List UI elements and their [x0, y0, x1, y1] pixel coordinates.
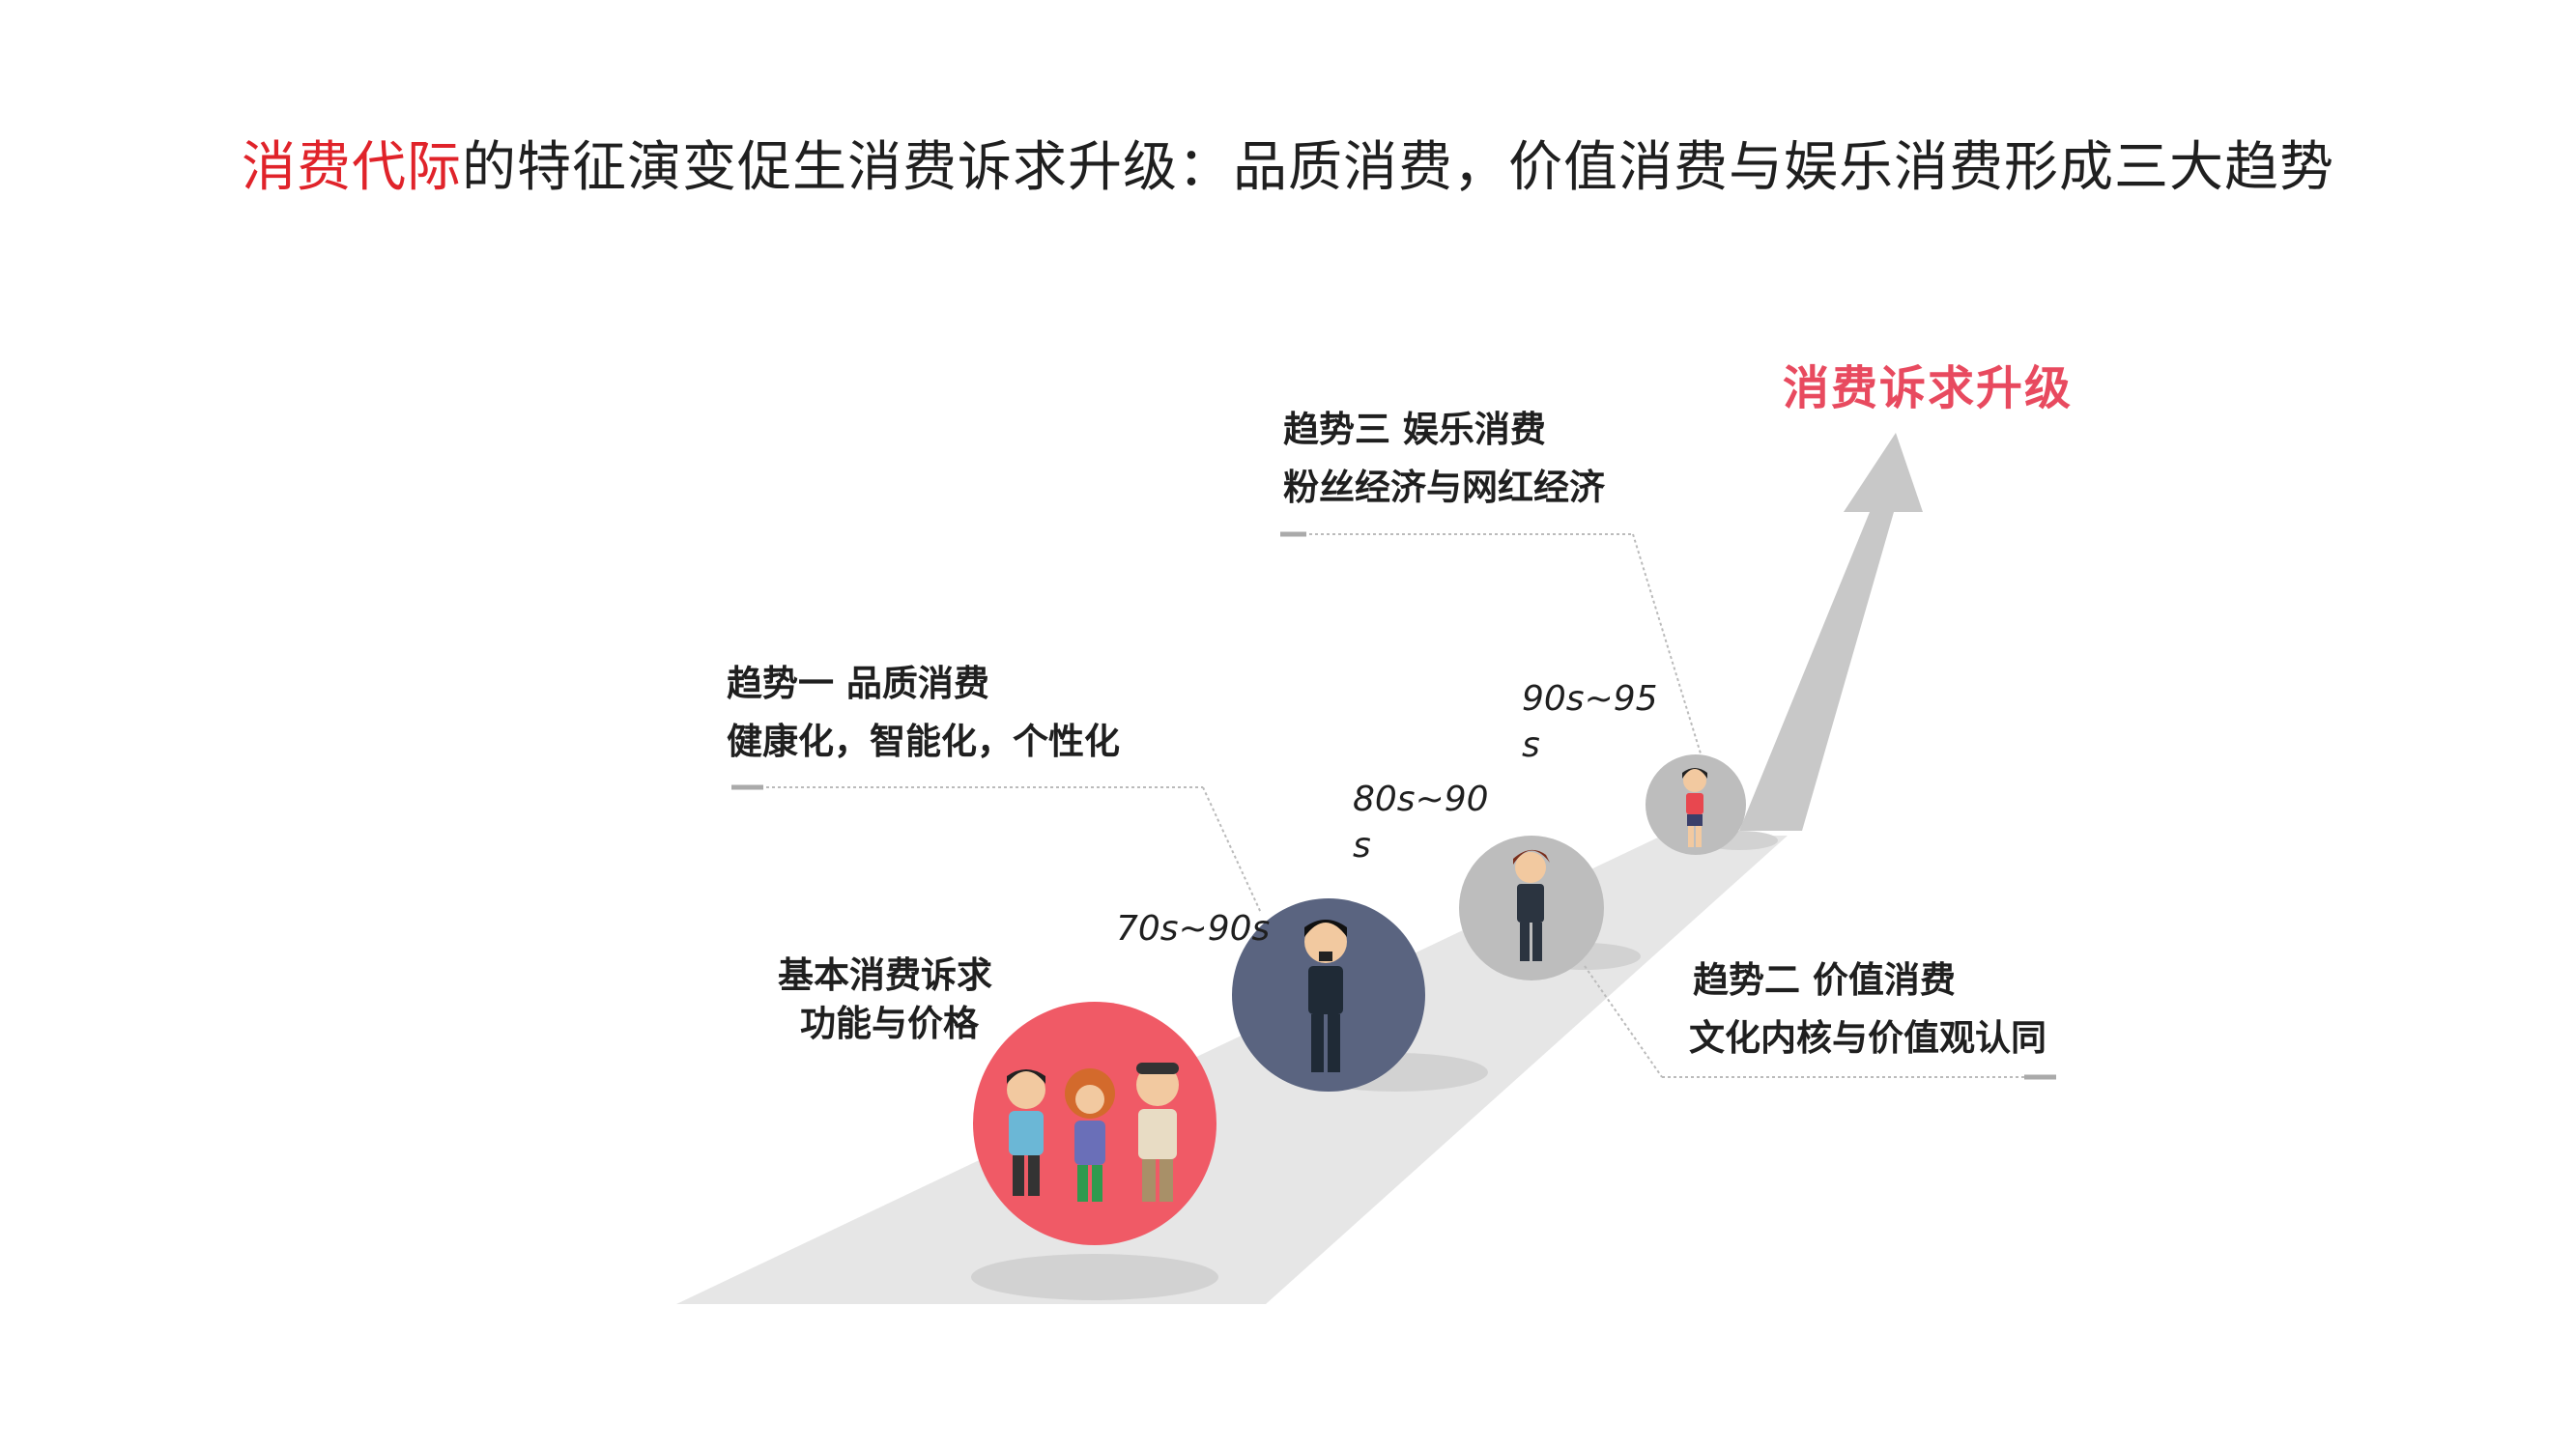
basic-need-line1: 基本消费诉求	[778, 954, 992, 996]
shadow-1	[971, 1254, 1218, 1300]
trend3-title: 趋势三 娱乐消费	[1283, 409, 1546, 450]
title-rest: 的特征演变促生消费诉求升级：品质消费，价值消费与娱乐消费形成三大趋势	[462, 136, 2334, 199]
family-figures-icon	[1007, 1063, 1179, 1202]
gen-80s-label-line1: 80s~90	[1353, 780, 1489, 819]
arrow-label: 消费诉求升级	[1783, 361, 2074, 415]
basic-need-line2: 功能与价格	[800, 1003, 979, 1044]
young-man-figure-icon	[1513, 849, 1550, 961]
callout-lines	[731, 531, 2056, 1080]
trend2-title: 趋势二 价值消费	[1693, 959, 1956, 1001]
upgrade-arrow	[1739, 433, 1923, 831]
gen-80s-label-line2: s	[1353, 826, 1371, 866]
trend1-title: 趋势一 品质消费	[727, 663, 989, 704]
gen-70s-label: 70s~90s	[1116, 909, 1271, 949]
page-title: 消费代际的特征演变促生消费诉求升级：品质消费，价值消费与娱乐消费形成三大趋势	[0, 124, 2576, 202]
title-highlight: 消费代际	[242, 136, 462, 199]
gen-90s-label-line1: 90s~95	[1522, 679, 1658, 719]
gen-90s-label-line2: s	[1522, 725, 1540, 765]
trend1-desc: 健康化，智能化，个性化	[727, 721, 1120, 762]
trend2-desc: 文化内核与价值观认同	[1689, 1017, 2046, 1059]
trend3-desc: 粉丝经济与网红经济	[1283, 467, 1605, 508]
child-figure-icon	[1682, 768, 1707, 847]
man-figure-icon	[1304, 920, 1347, 1072]
